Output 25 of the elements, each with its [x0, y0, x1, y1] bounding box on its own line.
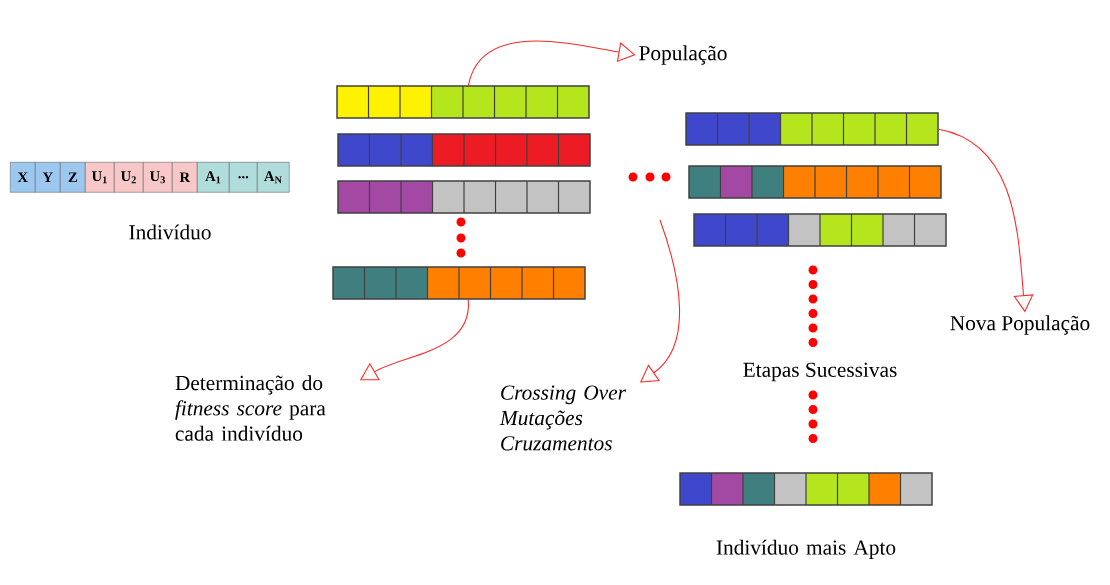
gene-cell: U$_{2}$ — [114, 162, 144, 193]
text-label: Nova População — [950, 315, 1090, 335]
gene-cell: A$_{N}$ — [257, 162, 290, 193]
text-label: Crossing Over Mutações Cruzamentos — [499, 385, 626, 451]
chromosome-bar — [693, 213, 947, 247]
node-label: Indivíduo mais Apto — [716, 539, 896, 560]
chromosome-bar — [685, 112, 939, 146]
gene-cell: U$_{3}$ — [143, 162, 173, 193]
text-label: Etapas Sucessivas — [740, 360, 900, 384]
gene-cell: ... — [229, 162, 258, 193]
gene-cell: X — [10, 162, 36, 193]
gene-cell: R — [172, 162, 198, 193]
gene-cell: Z — [60, 162, 86, 193]
curved-arrow — [467, 40, 636, 87]
chromosome-bar — [688, 165, 942, 199]
chromosome-bar — [332, 266, 586, 300]
node-label: Indivíduo — [129, 224, 211, 240]
gene-cell: Y — [35, 162, 61, 193]
gene-cell: A$_{1}$ — [197, 162, 230, 193]
gene-cell: U$_{1}$ — [85, 162, 115, 193]
text-label: População — [639, 45, 727, 65]
chromosome-bar — [337, 133, 591, 167]
chromosome-bar — [336, 85, 590, 119]
chromosome-bar — [337, 180, 591, 214]
text-label: Determinação do fitness score para cada indivíduo — [175, 375, 326, 441]
